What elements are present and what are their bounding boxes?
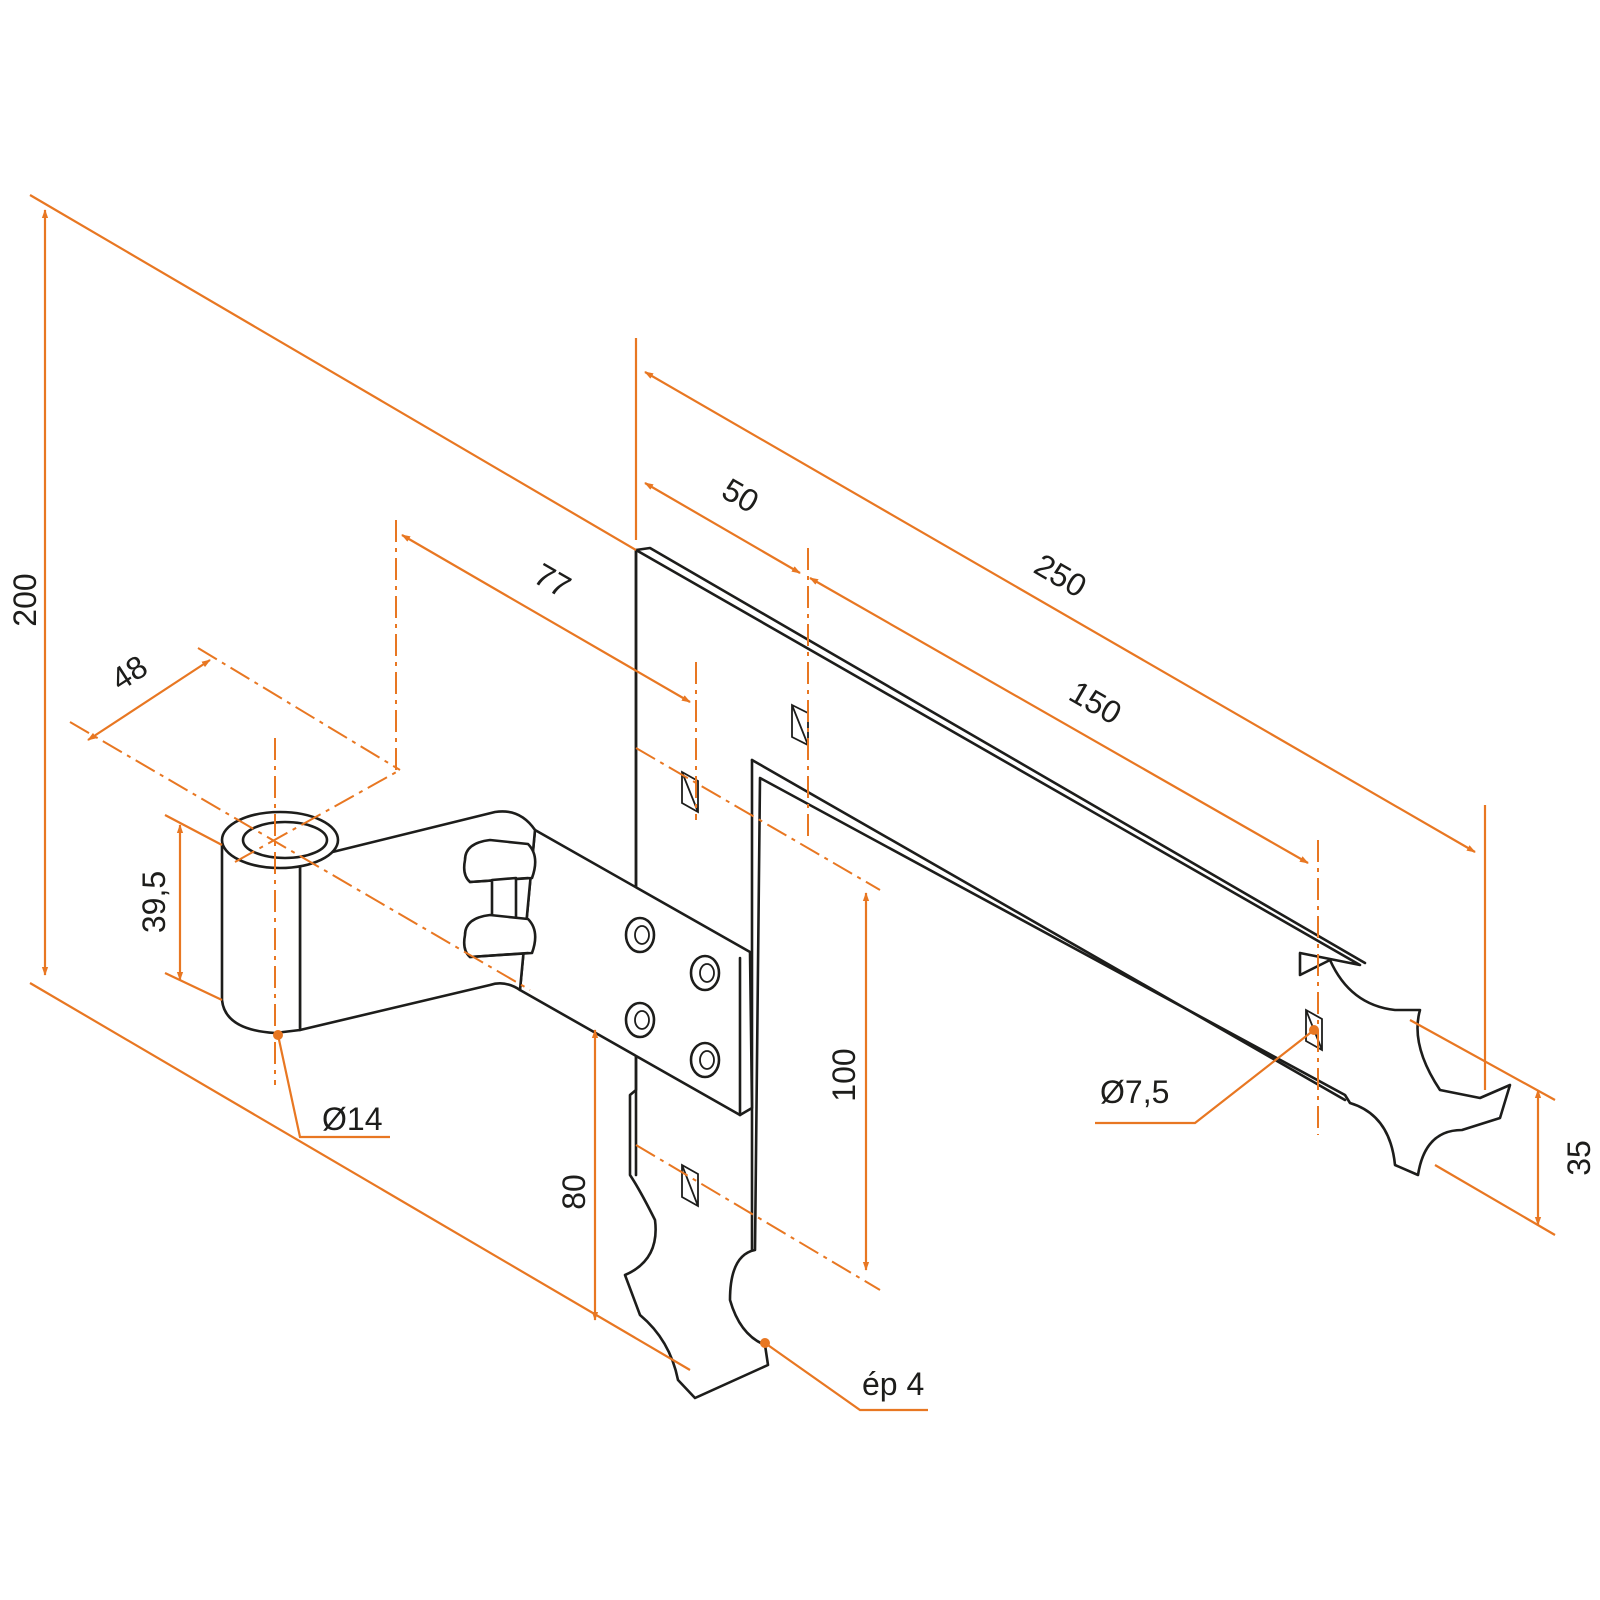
label-hole-diameter: Ø7,5 [1100,1074,1169,1110]
pin-hole [241,820,329,860]
bolt-2 [689,954,721,992]
dim-48 [87,659,211,741]
label-77: 77 [528,556,577,605]
dim-77 [401,534,691,703]
label-35: 35 [1561,1140,1597,1176]
rivet-top [462,838,537,884]
bolt-4 [689,1041,721,1079]
label-48: 48 [104,648,153,698]
strap-arm [623,548,1512,1400]
rivet-bottom [462,913,537,959]
dim-50 [644,482,801,574]
bolt-3 [624,1001,656,1039]
bolt-1 [624,916,656,954]
label-50: 50 [716,471,765,520]
label-thickness: ép 4 [862,1366,924,1402]
square-hole-3 [681,1163,699,1208]
label-250: 250 [1028,547,1092,605]
label-200: 200 [7,573,43,626]
label-80: 80 [556,1174,592,1210]
label-100: 100 [826,1048,862,1101]
dim-150 [809,577,1309,864]
label-150: 150 [1063,674,1127,732]
knuckle-cylinder [220,843,302,1035]
label-pin-diameter: Ø14 [322,1101,382,1137]
dimension-lines [29,194,1556,1412]
label-39-5: 39,5 [136,871,172,933]
